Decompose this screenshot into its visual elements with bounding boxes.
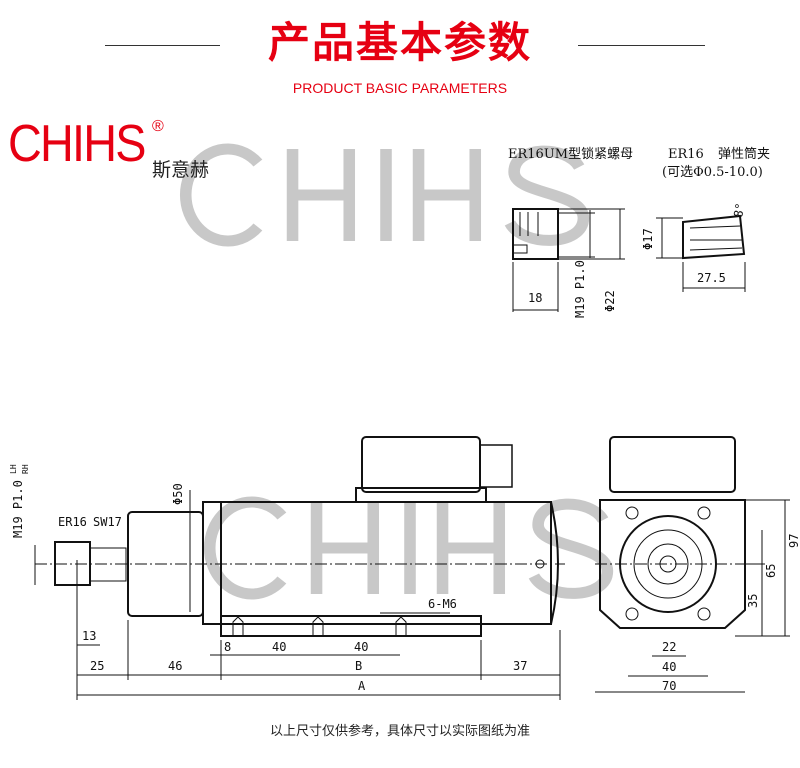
side-rh: RH <box>21 464 30 474</box>
end-w40: 40 <box>662 660 676 674</box>
end-w70: 70 <box>662 679 676 693</box>
registered-mark: ® <box>152 118 164 135</box>
side-body-diameter: Φ50 <box>171 483 185 505</box>
end-height: 97 <box>787 534 800 548</box>
collet-drawing: ER16 弹性筒夹 (可选Φ0.5-10.0) 27.5 Φ17 8° <box>641 146 770 292</box>
dim-37: 37 <box>513 659 527 673</box>
collet-label-cn: 弹性筒夹 <box>718 146 770 162</box>
dim-holes: 6-M6 <box>428 597 457 611</box>
end-w22: 22 <box>662 640 676 654</box>
side-collet: ER16 <box>58 515 87 529</box>
title-rule-right <box>578 45 705 46</box>
dim-40-a: 40 <box>272 640 286 654</box>
title-rule-left <box>105 45 220 46</box>
dim-25: 25 <box>90 659 104 673</box>
end-height-2: 65 <box>764 564 778 578</box>
collet-angle: 8° <box>731 202 747 219</box>
brand-chinese-name: 斯意赫 <box>152 160 210 181</box>
dim-b: B <box>355 659 362 673</box>
dim-40-b: 40 <box>354 640 368 654</box>
nut-label: ER16UM型锁紧螺母 <box>508 146 633 162</box>
side-lh: LH <box>9 464 18 474</box>
collet-label: ER16 <box>668 147 704 162</box>
spindle-side-view: M19 P1.0 LH RH ER16 SW17 Φ50 13 25 46 8 … <box>9 436 565 700</box>
page-subtitle: PRODUCT BASIC PARAMETERS <box>292 80 508 96</box>
side-thread: M19 P1.0 <box>11 480 25 538</box>
spindle-end-view: 97 65 35 22 40 70 <box>595 436 800 693</box>
collet-length: 27.5 <box>697 271 726 285</box>
nut-diameter: Φ22 <box>603 290 617 312</box>
brand-logo: CHIHS <box>8 115 146 173</box>
nut-thread: M19 P1.0 <box>573 260 587 318</box>
lock-nut-drawing: ER16UM型锁紧螺母 18 M19 P1.0 Φ22 <box>508 146 633 318</box>
collet-option: (可选Φ0.5-10.0) <box>662 165 763 180</box>
side-wrench: SW17 <box>93 515 122 529</box>
end-center: 35 <box>746 594 760 608</box>
dim-46: 46 <box>168 659 182 673</box>
dim-13: 13 <box>82 629 96 643</box>
page-title: 产品基本参数 <box>267 18 532 67</box>
dim-a: A <box>358 679 366 693</box>
dim-8: 8 <box>224 640 231 654</box>
nut-length: 18 <box>528 291 542 305</box>
footer-note: 以上尺寸仅供参考，具体尺寸以实际图纸为准 <box>269 724 530 739</box>
collet-diameter: Φ17 <box>641 228 655 250</box>
